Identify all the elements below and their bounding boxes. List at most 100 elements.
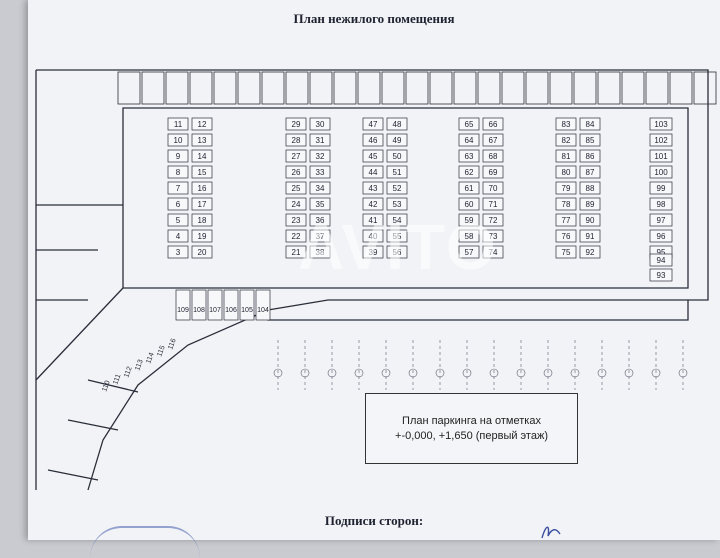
service-room — [453, 71, 477, 105]
parking-spot: 26 — [285, 165, 307, 179]
parking-spot: 99 — [649, 181, 673, 195]
spot-number: 38 — [316, 248, 325, 257]
parking-spot-lower: 104 — [255, 289, 271, 321]
spot-number: 80 — [562, 168, 571, 177]
spot-number: 50 — [393, 152, 402, 161]
parking-spot: 50 — [386, 149, 408, 163]
parking-spot-lower: 105 — [239, 289, 255, 321]
spot-number: 21 — [292, 248, 301, 257]
spot-number: 63 — [465, 152, 474, 161]
spot-number: 43 — [369, 184, 378, 193]
parking-spot: 89 — [579, 197, 601, 211]
spot-number: 18 — [198, 216, 207, 225]
parking-spot: 28 — [285, 133, 307, 147]
service-room — [405, 71, 429, 105]
caption-box: План паркинга на отметках +-0,000, +1,65… — [365, 393, 578, 464]
service-room — [525, 71, 549, 105]
spot-number: 11 — [174, 120, 183, 129]
spot-number: 79 — [562, 184, 571, 193]
ramp-spot-number: 110 — [101, 380, 111, 393]
spot-number: 47 — [369, 120, 378, 129]
inner-partitions — [36, 204, 123, 301]
spot-number: 55 — [393, 232, 402, 241]
spot-number: 37 — [316, 232, 325, 241]
parking-spot: 38 — [309, 245, 331, 259]
signature-mark — [541, 526, 561, 539]
axis-marker — [354, 368, 364, 378]
spot-number: 62 — [465, 168, 474, 177]
spot-number: 99 — [657, 184, 666, 193]
spot-number: 25 — [292, 184, 301, 193]
ramp-spot-number: 111 — [112, 373, 122, 385]
parking-spot: 32 — [309, 149, 331, 163]
spot-number: 88 — [586, 184, 595, 193]
parking-spot: 13 — [191, 133, 213, 147]
spot-number: 40 — [369, 232, 378, 241]
spot-number: 58 — [465, 232, 474, 241]
parking-spot: 92 — [579, 245, 601, 259]
service-room — [285, 71, 309, 105]
parking-spot: 61 — [458, 181, 480, 195]
axis-marker — [570, 368, 580, 378]
parking-spot: 19 — [191, 229, 213, 243]
spot-number: 109 — [177, 307, 189, 314]
parking-spot: 45 — [362, 149, 384, 163]
axis-marker — [516, 368, 526, 378]
spot-number: 94 — [657, 256, 666, 265]
parking-spot: 42 — [362, 197, 384, 211]
spot-number: 26 — [292, 168, 301, 177]
parking-spot: 82 — [555, 133, 577, 147]
spot-number: 28 — [292, 136, 301, 145]
spot-number: 97 — [657, 216, 666, 225]
axis-marker — [300, 368, 310, 378]
service-room — [189, 71, 213, 105]
ramp-spot-number: 115 — [156, 345, 166, 358]
service-room — [237, 71, 261, 105]
parking-spot: 14 — [191, 149, 213, 163]
spot-number: 69 — [489, 168, 498, 177]
service-room — [429, 71, 453, 105]
spot-number: 34 — [316, 184, 325, 193]
spot-number: 15 — [198, 168, 207, 177]
spot-number: 70 — [489, 184, 498, 193]
parking-spot: 27 — [285, 149, 307, 163]
parking-spot: 34 — [309, 181, 331, 195]
spot-number: 19 — [198, 232, 207, 241]
parking-spot: 3 — [167, 245, 189, 259]
spot-number: 33 — [316, 168, 325, 177]
spot-number: 49 — [393, 136, 402, 145]
parking-spot: 81 — [555, 149, 577, 163]
service-room — [669, 71, 693, 105]
parking-spot: 9 — [167, 149, 189, 163]
ramp-spot-number: 112 — [123, 366, 133, 379]
parking-spot: 21 — [285, 245, 307, 259]
spot-number: 4 — [176, 232, 181, 241]
spot-number: 39 — [369, 248, 378, 257]
spot-number: 101 — [654, 152, 668, 161]
parking-spot: 100 — [649, 165, 673, 179]
spot-number: 29 — [292, 120, 301, 129]
spot-number: 78 — [562, 200, 571, 209]
parking-spot: 71 — [482, 197, 504, 211]
parking-spot: 16 — [191, 181, 213, 195]
parking-spot: 29 — [285, 117, 307, 131]
service-room — [309, 71, 333, 105]
parking-spot: 55 — [386, 229, 408, 243]
parking-spot: 31 — [309, 133, 331, 147]
spot-number: 41 — [369, 216, 378, 225]
service-room — [693, 71, 717, 105]
spot-number: 93 — [657, 271, 666, 280]
parking-spot: 94 — [649, 253, 673, 267]
parking-spot: 63 — [458, 149, 480, 163]
parking-spot: 5 — [167, 213, 189, 227]
spot-number: 44 — [369, 168, 378, 177]
spot-number: 27 — [292, 152, 301, 161]
parking-spot: 30 — [309, 117, 331, 131]
axis-marker — [408, 368, 418, 378]
diagonal-wall — [35, 287, 124, 381]
caption-line-1: План паркинга на отметках — [402, 414, 541, 427]
parking-spot: 48 — [386, 117, 408, 131]
parking-spot: 43 — [362, 181, 384, 195]
spot-number: 13 — [198, 136, 207, 145]
